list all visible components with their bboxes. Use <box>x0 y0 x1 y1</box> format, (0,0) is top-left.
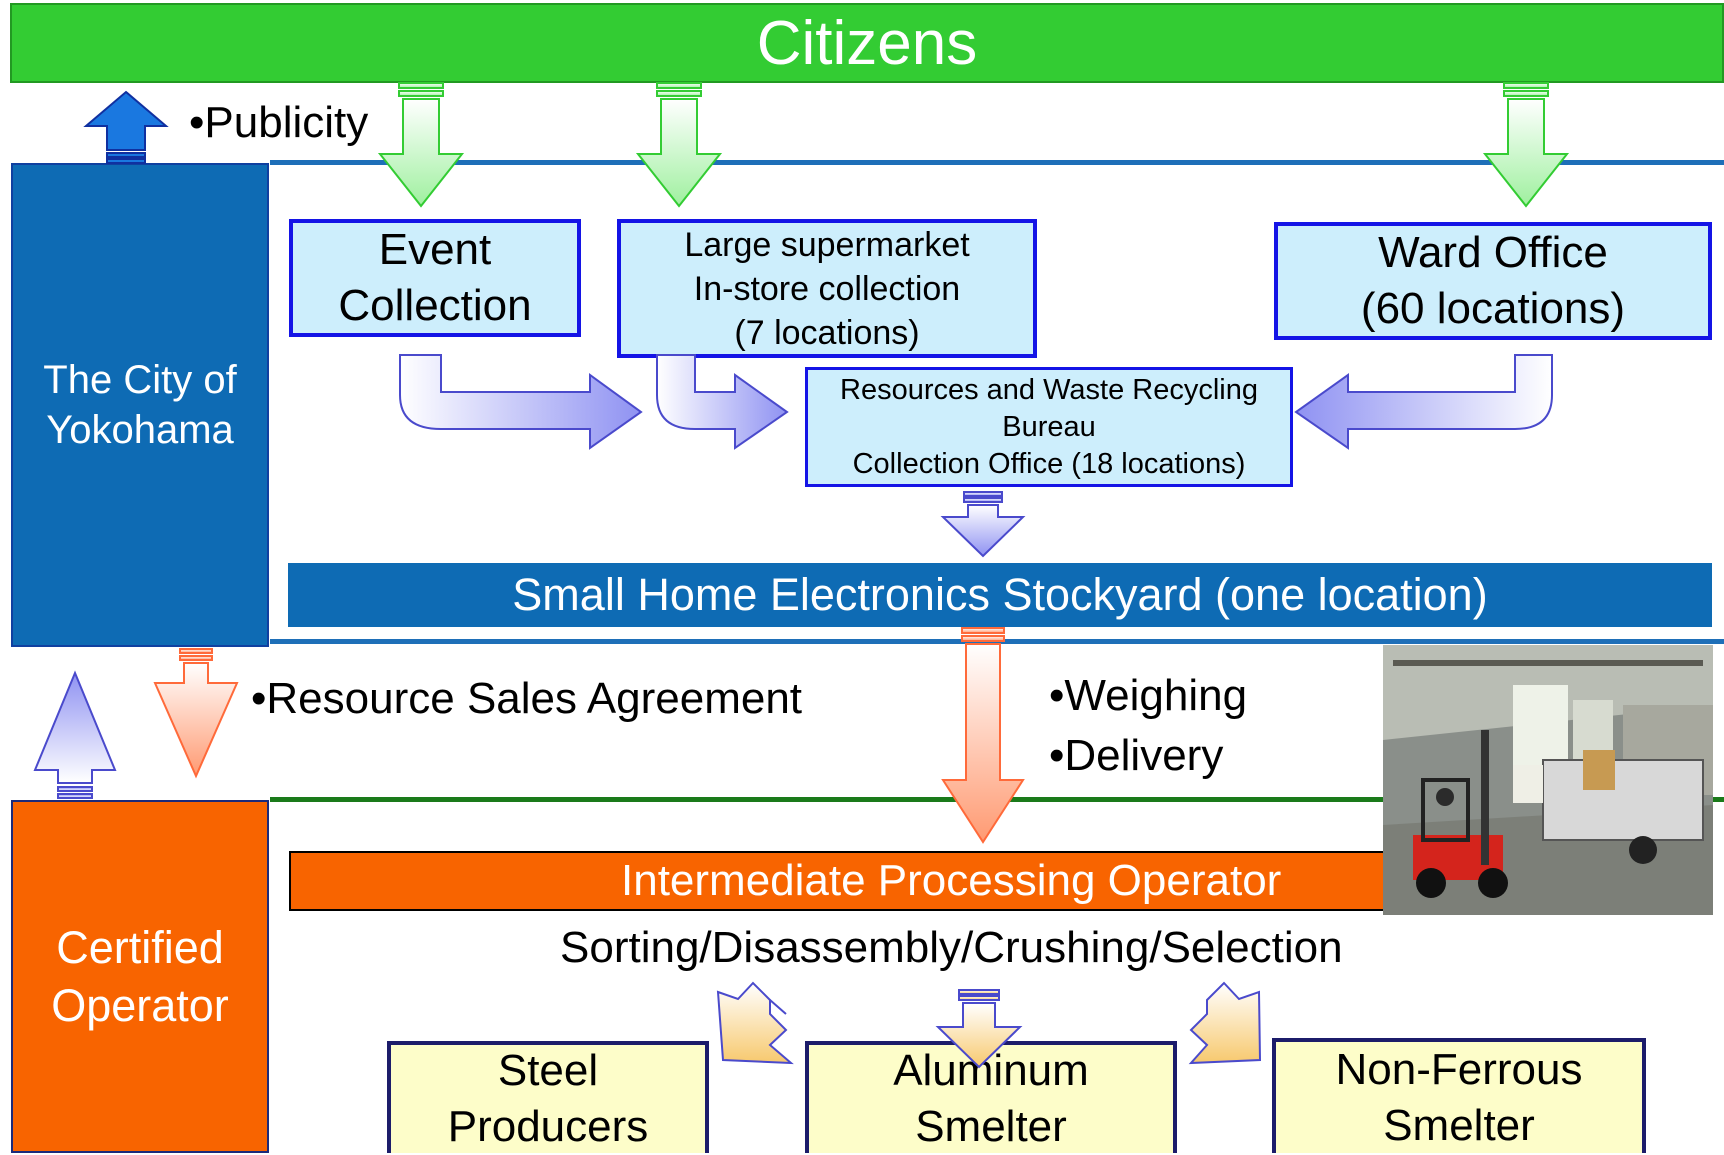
non-ferrous-smelter-label: Non-Ferrous Smelter <box>1335 1044 1583 1150</box>
orange-arrow-sales-agreement <box>153 648 239 779</box>
non-ferrous-smelter-box: Non-Ferrous Smelter <box>1272 1038 1646 1153</box>
green-arrow-event <box>377 82 465 208</box>
bent-arrow-supermarket <box>656 354 789 450</box>
yellow-arrow-steel <box>716 981 794 1065</box>
aluminum-smelter-label: Aluminum Smelter <box>893 1046 1089 1151</box>
operator-label: Certified Operator <box>51 921 229 1031</box>
publicity-label: •Publicity <box>189 98 369 147</box>
bent-arrow-ward-office <box>1294 354 1553 450</box>
green-arrow-supermarket <box>635 82 723 208</box>
steel-producers-box: Steel Producers <box>387 1041 709 1153</box>
resource-sales-agreement-label: •Resource Sales Agreement <box>251 674 803 723</box>
ward-office-label: Ward Office (60 locations) <box>1360 228 1626 333</box>
aluminum-smelter-box: Aluminum Smelter <box>805 1041 1177 1153</box>
collection-office-label: Resources and Waste Recycling Bureau Col… <box>840 373 1258 480</box>
bent-arrow-event <box>399 354 643 450</box>
supermarket-collection-box: Large supermarket In-store collection (7… <box>617 219 1037 358</box>
orange-arrow-to-processor <box>941 627 1025 844</box>
processing-operator-label: Intermediate Processing Operator <box>621 856 1282 905</box>
weighing-label: •Weighing <box>1049 671 1248 720</box>
city-region-top-line <box>270 160 1724 165</box>
stockyard-label: Small Home Electronics Stockyard (one lo… <box>512 569 1488 620</box>
delivery-label: •Delivery <box>1049 731 1224 780</box>
city-of-yokohama-box: The City of Yokohama <box>11 163 269 647</box>
yellow-arrow-non-ferrous <box>1188 981 1262 1065</box>
citizens-bar: Citizens <box>10 3 1724 83</box>
processing-operator-bar: Intermediate Processing Operator <box>289 851 1389 911</box>
supermarket-collection-label: Large supermarket In-store collection (7… <box>684 225 970 352</box>
event-collection-label: Event Collection <box>338 225 532 330</box>
forklift-photo <box>1383 645 1713 915</box>
citizens-label: Citizens <box>756 8 978 78</box>
ward-office-box: Ward Office (60 locations) <box>1274 222 1712 340</box>
event-collection-box: Event Collection <box>289 219 581 337</box>
yellow-arrow-aluminum <box>935 989 1023 1069</box>
green-arrow-ward-office <box>1482 82 1570 208</box>
city-label: The City of Yokohama <box>43 358 237 452</box>
steel-producers-label: Steel Producers <box>447 1046 649 1151</box>
blue-arrow-publicity <box>83 90 169 164</box>
blue-arrow-operator-to-city <box>33 670 117 799</box>
blue-arrow-to-stockyard <box>940 491 1026 558</box>
collection-office-box: Resources and Waste Recycling Bureau Col… <box>805 367 1293 487</box>
certified-operator-box: Certified Operator <box>11 800 269 1153</box>
process-steps-label: Sorting/Disassembly/Crushing/Selection <box>560 923 1343 972</box>
stockyard-bar: Small Home Electronics Stockyard (one lo… <box>288 563 1712 627</box>
